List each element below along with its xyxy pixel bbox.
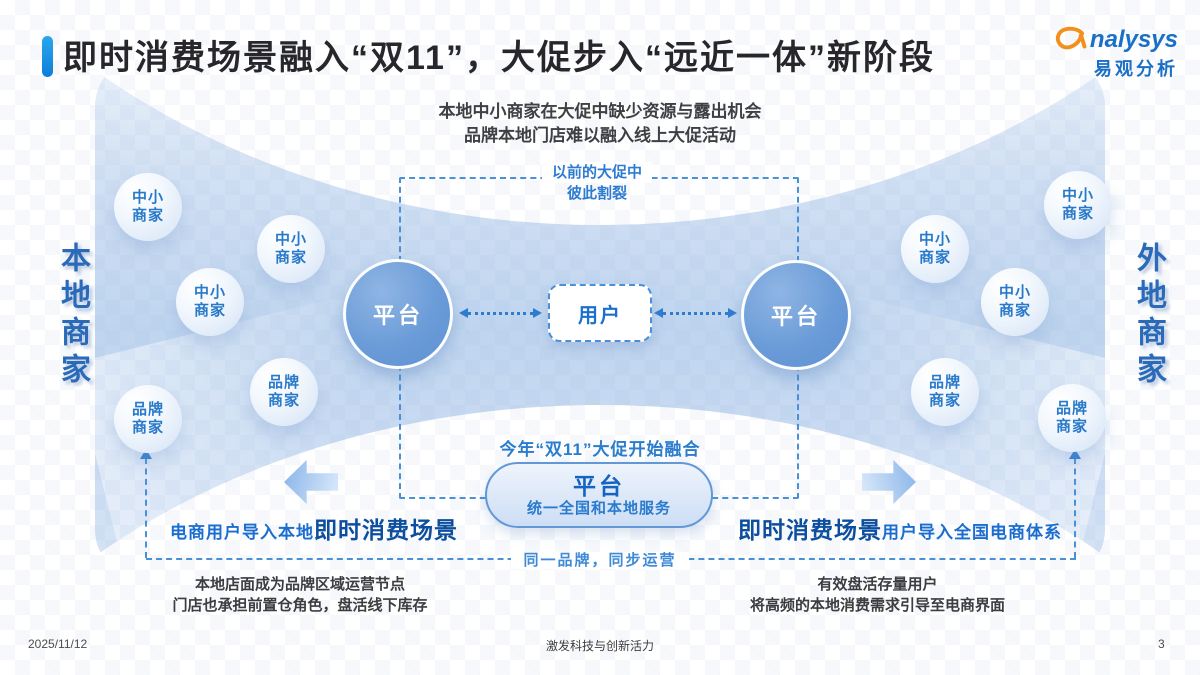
problem-line-1: 本地中小商家在大促中缺少资源与露出机会 <box>438 102 762 121</box>
flow-arrow-right-icon <box>862 460 916 504</box>
side-label-remote-merchants: 外地商家 <box>1132 242 1165 390</box>
arrowhead-left-icon <box>459 308 468 318</box>
brand-link-dash-left <box>145 458 147 558</box>
past-label-line-1: 以前的大促中 <box>541 162 652 183</box>
side-label-local-merchants: 本地商家 <box>56 242 89 390</box>
footer-date: 2025/11/12 <box>28 637 88 651</box>
problem-line-2: 品牌本地门店难以融入线上大促活动 <box>464 126 736 145</box>
past-label-line-2: 彼此割裂 <box>566 185 627 202</box>
page-title: 即时消费场景融入“双11”，大促步入“远近一体”新阶段 <box>63 39 935 77</box>
footer-page-number: 3 <box>1158 637 1165 651</box>
platform-circle-left: 平台 <box>343 259 453 369</box>
outcome-note-left: 本地店面成为品牌区域运营节点 门店也承担前置仓角色，盘活线下库存 <box>172 576 428 614</box>
merchant-bubble: 品牌商家 <box>250 358 318 426</box>
unified-platform-pill: 平台 统一全国和本地服务 <box>485 462 713 528</box>
double-arrow-connector <box>654 307 737 319</box>
arrowhead-right-icon <box>533 308 542 318</box>
problem-note: 本地中小商家在大促中缺少资源与露出机会 品牌本地门店难以融入线上大促活动 <box>250 100 950 148</box>
brand-link-dash-right <box>1074 458 1076 558</box>
merge-headline: 今年“双11”大促开始融合 <box>499 440 701 459</box>
flow-label-right: 即时消费场景用户导入全国电商体系 <box>738 517 1062 543</box>
user-box: 用户 <box>548 284 652 342</box>
merchant-bubble: 中小商家 <box>901 215 969 283</box>
same-brand-label: 同一品牌，同步运营 <box>400 549 800 570</box>
up-arrow-icon <box>1069 449 1081 459</box>
flow-label-left: 电商用户导入本地即时消费场景 <box>170 517 458 543</box>
merchant-bubble: 中小商家 <box>1044 171 1112 239</box>
double-arrow-connector <box>459 307 542 319</box>
past-box-label: 以前的大促中 彼此割裂 <box>399 162 795 204</box>
footer-slogan: 激发科技与创新活力 <box>545 639 654 653</box>
logo-wordmark: nalysys <box>1089 26 1178 53</box>
analysys-logo: nalysys 易观分析 <box>988 26 1178 81</box>
outcome-note-right: 有效盘活存量用户 将高频的本地消费需求引导至电商界面 <box>749 576 1005 614</box>
up-arrow-icon <box>140 449 152 459</box>
merchant-bubble: 品牌商家 <box>114 385 182 453</box>
pill-subtitle: 统一全国和本地服务 <box>526 499 671 517</box>
title-accent-bar <box>42 36 53 77</box>
platform-circle-right: 平台 <box>741 260 851 370</box>
arrowhead-left-icon <box>654 308 663 318</box>
merchant-bubble: 品牌商家 <box>1038 384 1106 452</box>
flow-arrow-left-icon <box>284 460 338 504</box>
analysys-a-swoosh-icon <box>1055 26 1087 50</box>
pill-title: 平台 <box>573 472 625 499</box>
merchant-bubble: 中小商家 <box>257 215 325 283</box>
merchant-bubble: 中小商家 <box>981 268 1049 336</box>
arrowhead-right-icon <box>728 308 737 318</box>
merchant-bubble: 中小商家 <box>114 173 182 241</box>
logo-chinese-name: 易观分析 <box>1094 59 1178 79</box>
merchant-bubble: 品牌商家 <box>911 358 979 426</box>
merchant-bubble: 中小商家 <box>176 268 244 336</box>
